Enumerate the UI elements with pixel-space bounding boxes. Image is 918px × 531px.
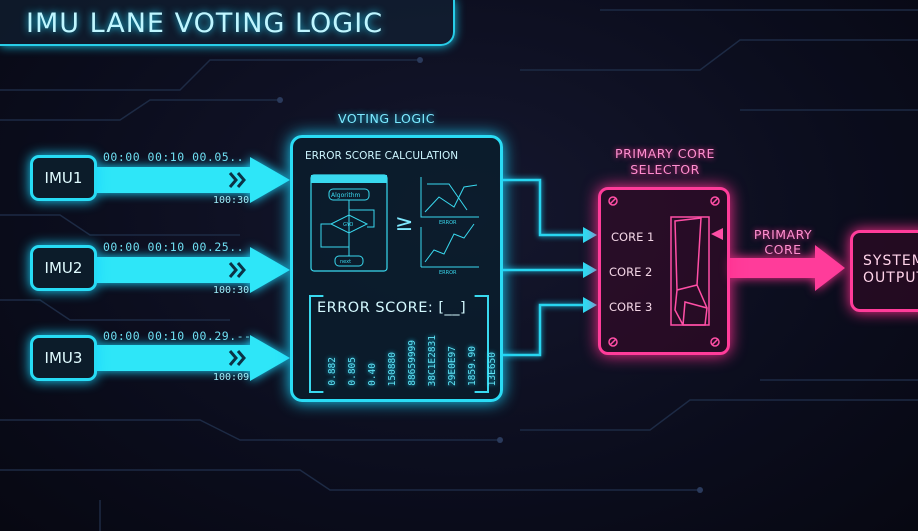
voting-logic-label: VOTING LOGIC — [338, 111, 435, 126]
score-value: 1859.90 — [467, 345, 478, 386]
imu-label: IMU2 — [44, 259, 83, 277]
imu1-time: 00:00 00:10 00.05.. — [103, 150, 245, 164]
flow-next: next — [340, 259, 351, 265]
core-1-label: CORE 1 — [611, 230, 655, 244]
imu-label: IMU3 — [44, 349, 83, 367]
selector-title-line1: PRIMARY CORE — [615, 146, 715, 161]
imu2-time: 00:00 00:10 00.25.. — [103, 240, 245, 254]
page-title: IMU LANE VOTING LOGIC — [26, 8, 384, 39]
axis-label: ERROR — [439, 270, 457, 276]
selector-title-line2: SELECTOR — [630, 162, 700, 177]
primary-core-line2: CORE — [764, 242, 802, 257]
imu2-time-bottom: 100:30 — [213, 285, 250, 296]
imu2-box: IMU2 — [30, 245, 97, 291]
calc-title: ERROR SCORE CALCULATION — [305, 150, 459, 162]
primary-core-arrow — [730, 245, 845, 291]
flow-algorithm: Algorithm — [331, 192, 361, 199]
imu-label: IMU1 — [44, 169, 83, 187]
error-score-label: ERROR SCORE: [__] — [317, 300, 467, 316]
score-value: 150880 — [387, 351, 398, 386]
core-2-label: CORE 2 — [609, 265, 653, 279]
flow-decision: GYO — [343, 222, 353, 228]
system-output-line2: OUTPUT — [863, 270, 918, 286]
imu1-box: IMU1 — [30, 155, 97, 201]
imu1-time-bottom: 100:30 — [213, 195, 250, 206]
imu3-box: IMU3 — [30, 335, 97, 381]
imu3-time-bottom: 100:09 — [213, 372, 250, 383]
calc-diagram: ≥ ERROR ERROR next Algorithm GYO — [310, 174, 479, 276]
axis-label: ERROR — [439, 220, 457, 226]
imu3-time: 00:00 00:10 00.29.-- — [103, 329, 252, 343]
score-value: 0.882 — [327, 357, 338, 386]
core-3-label: CORE 3 — [609, 300, 653, 314]
score-values: 0.882 0.805 0.40 150880 88659999 38C1E28… — [327, 324, 498, 386]
toggle-switch[interactable] — [601, 190, 729, 354]
score-value: 88659999 — [407, 340, 418, 386]
primary-core-selector: CORE 1 CORE 2 CORE 3 — [598, 187, 730, 355]
score-value: 29E0E97 — [447, 345, 458, 386]
primary-core-line1: PRIMARY — [753, 227, 813, 242]
score-value: 38C1E2831 — [427, 334, 438, 386]
score-value: 0.40 — [367, 363, 378, 386]
voting-logic-box: ERROR SCORE CALCULATION ≥ ERROR ERROR ne… — [290, 135, 503, 402]
title-banner: IMU LANE VOTING LOGIC — [0, 0, 455, 46]
operator: ≥ — [395, 211, 413, 236]
score-value: 13E650 — [487, 351, 498, 386]
system-output-box: SYSTEMOUTPUT — [850, 230, 918, 312]
selected-core-indicator — [711, 228, 723, 240]
score-value: 0.805 — [347, 357, 358, 386]
system-output-line1: SYSTEM — [863, 253, 918, 269]
